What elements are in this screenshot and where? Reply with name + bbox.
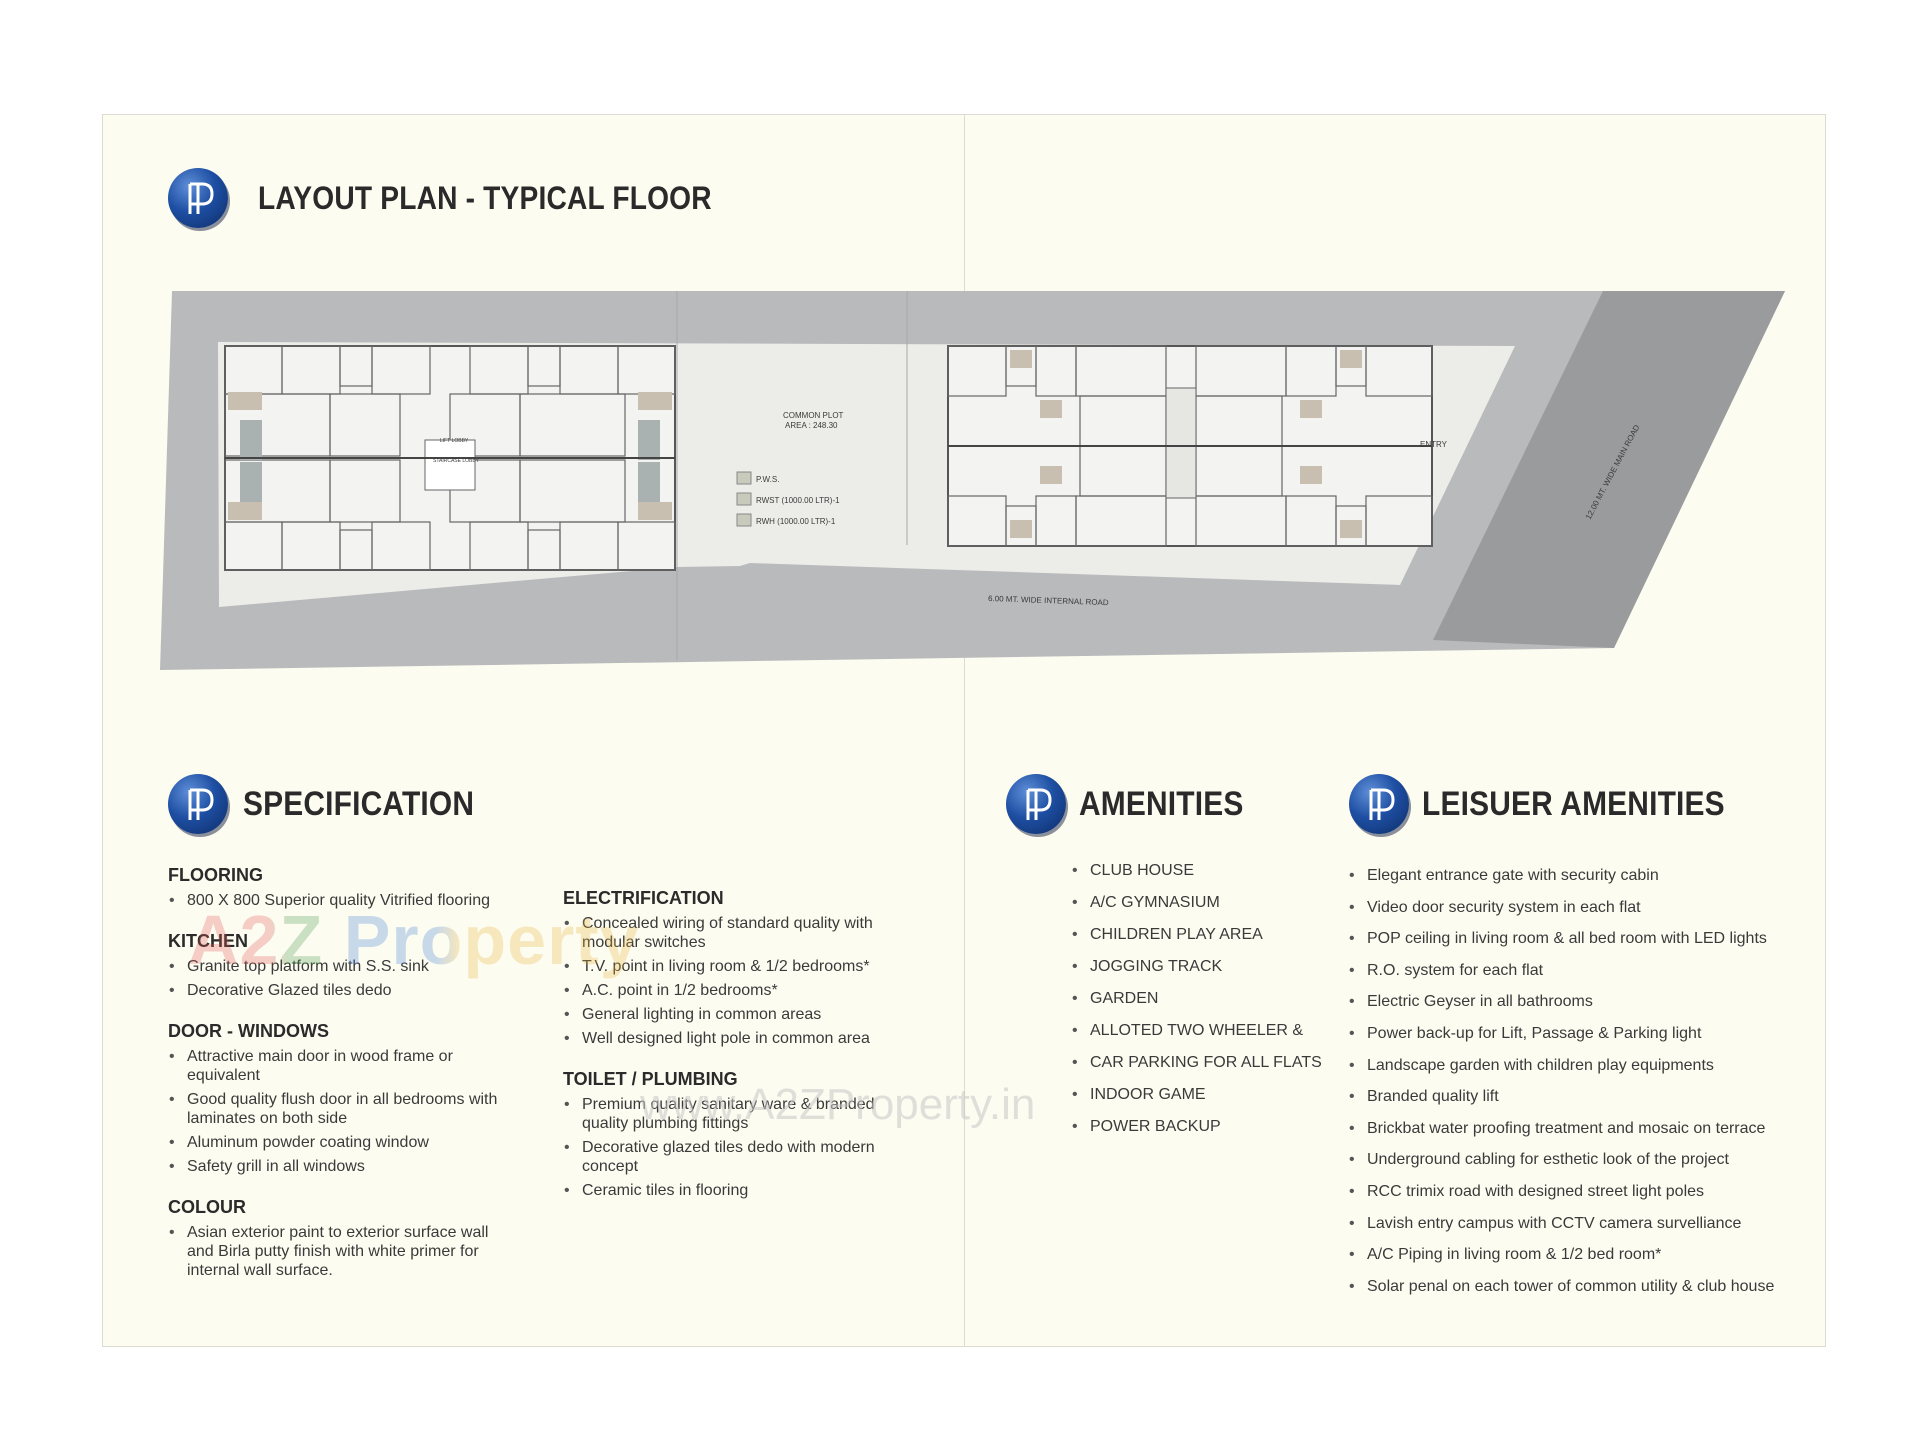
- list-item: Branded quality lift: [1348, 1087, 1808, 1106]
- list-item: POP ceiling in living room & all bed roo…: [1348, 929, 1808, 948]
- spec-list-kitchen: Granite top platform with S.S. sink Deco…: [168, 957, 508, 1000]
- layout-plan-title: LAYOUT PLAN - TYPICAL FLOOR: [258, 180, 712, 216]
- list-item: JOGGING TRACK: [1071, 957, 1331, 976]
- entry-label: ENTRY: [1420, 440, 1448, 449]
- spec-left-column: FLOORING 800 X 800 Superior quality Vitr…: [168, 866, 508, 1302]
- list-item: Underground cabling for esthetic look of…: [1348, 1150, 1808, 1169]
- list-item: A.C. point in 1/2 bedrooms*: [563, 981, 883, 1000]
- left-tower-plan: LIFT LOBBY STAIRCASE LOBBY: [224, 345, 676, 571]
- list-item: CLUB HOUSE: [1071, 861, 1331, 880]
- amenities-title: AMENITIES: [1079, 785, 1244, 823]
- list-item: CHILDREN PLAY AREA: [1071, 925, 1331, 944]
- list-item: CAR PARKING FOR ALL FLATS: [1071, 1053, 1331, 1072]
- spec-heading-toilet-plumbing: TOILET / PLUMBING: [563, 1069, 738, 1089]
- leisure-column: Elegant entrance gate with security cabi…: [1348, 866, 1808, 1318]
- lift-lobby-label: LIFT LOBBY: [440, 438, 469, 444]
- amenities-column: CLUB HOUSE A/C GYMNASIUM CHILDREN PLAY A…: [1071, 861, 1331, 1158]
- spec-heading-door-windows: DOOR - WINDOWS: [168, 1021, 329, 1041]
- plan-legend: P.W.S. RWST (1000.00 LTR)-1 RWH (1000.00…: [736, 471, 840, 527]
- list-item: R.O. system for each flat: [1348, 961, 1808, 980]
- common-plot-label: COMMON PLOT: [783, 411, 844, 420]
- staircase-lobby-label: STAIRCASE LOBBY: [433, 458, 480, 464]
- list-item: Safety grill in all windows: [168, 1157, 508, 1176]
- list-item: Asian exterior paint to exterior surface…: [168, 1223, 508, 1280]
- legend-pws: P.W.S.: [756, 475, 779, 484]
- list-item: GARDEN: [1071, 989, 1331, 1008]
- leisure-amenities-title: LEISUER AMENITIES: [1422, 785, 1725, 823]
- spec-heading-flooring: FLOORING: [168, 865, 263, 885]
- spec-list-flooring: 800 X 800 Superior quality Vitrified flo…: [168, 891, 508, 910]
- list-item: Brickbat water proofing treatment and mo…: [1348, 1119, 1808, 1138]
- list-item: Well designed light pole in common area: [563, 1029, 883, 1048]
- list-item: Video door security system in each flat: [1348, 898, 1808, 917]
- list-item: 800 X 800 Superior quality Vitrified flo…: [168, 891, 508, 910]
- spec-list-electrification: Concealed wiring of standard quality wit…: [563, 914, 883, 1048]
- list-item: General lighting in common areas: [563, 1005, 883, 1024]
- amenities-list: CLUB HOUSE A/C GYMNASIUM CHILDREN PLAY A…: [1071, 861, 1331, 1136]
- page-fold: [964, 115, 965, 1346]
- list-item: Electric Geyser in all bathrooms: [1348, 992, 1808, 1011]
- dp-logo-icon: [168, 168, 228, 228]
- spec-right-column: ELECTRIFICATION Concealed wiring of stan…: [563, 889, 883, 1222]
- list-item: Decorative glazed tiles dedo with modern…: [563, 1138, 883, 1176]
- legend-rwst: RWST (1000.00 LTR)-1: [756, 496, 840, 505]
- list-item: INDOOR GAME: [1071, 1085, 1331, 1104]
- spec-list-toilet-plumbing: Premium quality sanitary ware & branded …: [563, 1095, 883, 1200]
- list-item: Lavish entry campus with CCTV camera sur…: [1348, 1214, 1808, 1233]
- common-plot-area: AREA : 248.30: [785, 421, 838, 430]
- list-item: Good quality flush door in all bedrooms …: [168, 1090, 508, 1128]
- list-item: Premium quality sanitary ware & branded …: [563, 1095, 883, 1133]
- list-item: RCC trimix road with designed street lig…: [1348, 1182, 1808, 1201]
- list-item: Concealed wiring of standard quality wit…: [563, 914, 883, 952]
- spec-list-colour: Asian exterior paint to exterior surface…: [168, 1223, 508, 1280]
- dp-logo-icon: [1006, 774, 1066, 834]
- dp-logo-icon: [168, 774, 228, 834]
- specification-title: SPECIFICATION: [243, 785, 475, 823]
- list-item: Solar penal on each tower of common util…: [1348, 1277, 1808, 1296]
- list-item: Elegant entrance gate with security cabi…: [1348, 866, 1808, 885]
- list-item: Aluminum powder coating window: [168, 1133, 508, 1152]
- spec-heading-electrification: ELECTRIFICATION: [563, 888, 724, 908]
- main-road: [1433, 291, 1785, 648]
- list-item: Ceramic tiles in flooring: [563, 1181, 883, 1200]
- list-item: A/C GYMNASIUM: [1071, 893, 1331, 912]
- spec-heading-colour: COLOUR: [168, 1197, 246, 1217]
- list-item: T.V. point in living room & 1/2 bedrooms…: [563, 957, 883, 976]
- leisure-list: Elegant entrance gate with security cabi…: [1348, 866, 1808, 1296]
- list-item: Attractive main door in wood frame or eq…: [168, 1047, 508, 1085]
- list-item: A/C Piping in living room & 1/2 bed room…: [1348, 1245, 1808, 1264]
- list-item: Landscape garden with children play equi…: [1348, 1056, 1808, 1075]
- dp-logo-icon: [1349, 774, 1409, 834]
- list-item: POWER BACKUP: [1071, 1117, 1331, 1136]
- spec-list-door-windows: Attractive main door in wood frame or eq…: [168, 1047, 508, 1176]
- internal-road-label: 6.00 MT. WIDE INTERNAL ROAD: [988, 594, 1109, 607]
- spec-heading-kitchen: KITCHEN: [168, 931, 248, 951]
- legend-rwh: RWH (1000.00 LTR)-1: [756, 517, 836, 526]
- list-item: Granite top platform with S.S. sink: [168, 957, 508, 976]
- list-item: Power back-up for Lift, Passage & Parkin…: [1348, 1024, 1808, 1043]
- right-tower-plan: [947, 345, 1433, 547]
- list-item: ALLOTED TWO WHEELER &: [1071, 1021, 1331, 1040]
- list-item: Decorative Glazed tiles dedo: [168, 981, 508, 1000]
